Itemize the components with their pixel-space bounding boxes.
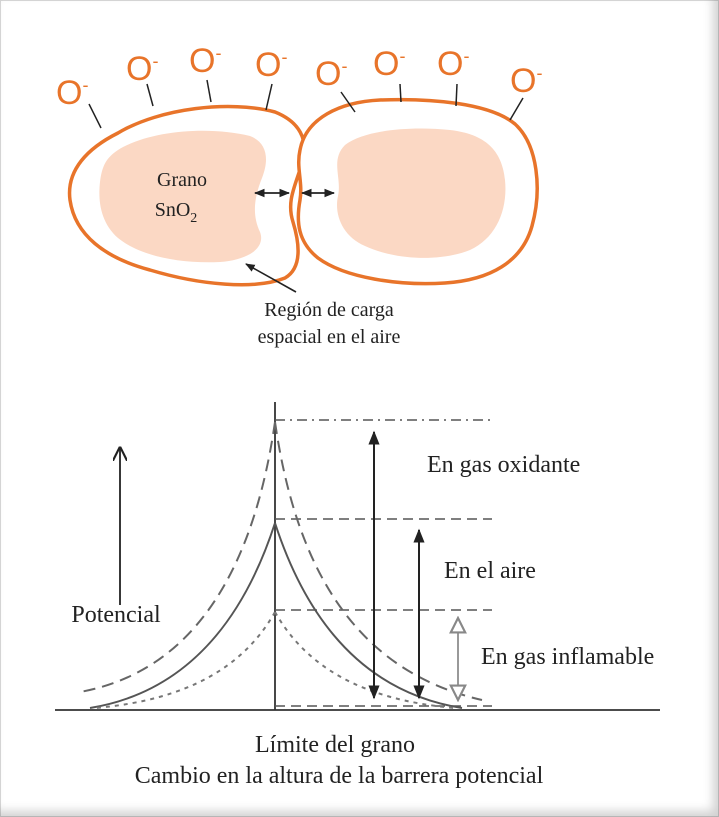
right-grain-core <box>337 128 506 258</box>
ion-tethers <box>88 79 524 129</box>
figure-caption: Cambio en la altura de la barrera potenc… <box>135 763 544 789</box>
grain-label-line1: Grano <box>157 169 207 191</box>
oxygen-ion: O- <box>255 46 287 84</box>
left-grain-core <box>99 130 266 263</box>
right-grain <box>296 97 539 286</box>
space-charge-pointer <box>245 263 297 293</box>
curve-air-left <box>89 522 276 709</box>
curve-air-right <box>274 522 463 709</box>
oxygen-ions: O- O- O- O- O- O- O- O- <box>56 42 542 112</box>
grain-label-line2: SnO2 <box>155 199 198 226</box>
oxygen-ion: O- <box>56 74 88 112</box>
oxygen-ion: O- <box>373 45 405 83</box>
potential-plot: Potencial En gas oxidante En el aire En … <box>55 402 660 789</box>
level-label-oxidizing: En gas oxidante <box>427 452 580 478</box>
oxygen-ion: O- <box>126 50 158 88</box>
oxygen-ion: O- <box>437 45 469 83</box>
curve-flammable-left <box>94 611 276 709</box>
space-charge-label-line1: Región de carga <box>264 299 394 321</box>
curve-oxidizing-right <box>274 421 483 701</box>
curve-flammable-right <box>274 611 456 709</box>
level-label-air: En el aire <box>444 558 536 584</box>
curve-oxidizing-left <box>79 421 276 693</box>
space-charge-label-line2: espacial en el aire <box>258 326 401 348</box>
grain-boundary-label: Límite del grano <box>255 732 415 758</box>
potential-label: Potencial <box>71 602 161 628</box>
level-label-flammable: En gas inflamable <box>481 644 654 670</box>
oxygen-ion: O- <box>510 62 542 100</box>
oxygen-ion: O- <box>315 55 347 93</box>
oxygen-ion: O- <box>189 42 221 80</box>
left-grain <box>67 104 307 287</box>
